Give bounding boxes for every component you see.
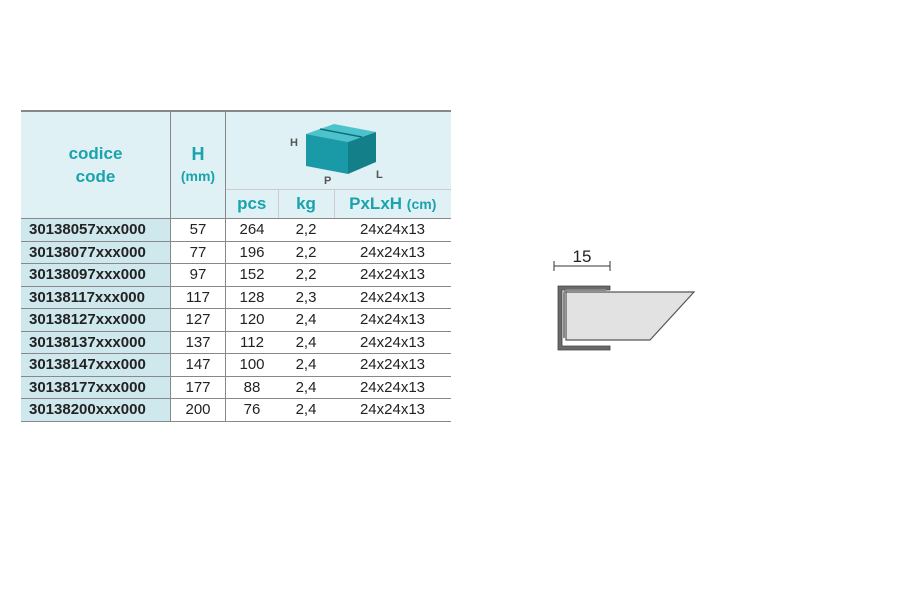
header-box-illustration: H P L [225,110,451,190]
table-row: 30138200xxx000 200 76 2,4 24x24x13 [21,398,451,422]
kg-cell: 2,2 [278,263,334,287]
header-dims-label: PxLxH [349,194,403,213]
header-height: H (mm) [170,110,226,219]
dims-cell: 24x24x13 [334,398,451,422]
table-row: 30138097xxx000 97 152 2,2 24x24x13 [21,263,451,287]
code-cell: 30138057xxx000 [21,218,171,242]
pcs-cell: 100 [225,353,278,377]
code-cell: 30138097xxx000 [21,263,171,287]
box-label-l: L [376,169,383,181]
code-cell: 30138137xxx000 [21,331,171,354]
code-cell: 30138200xxx000 [21,398,171,422]
height-cell: 57 [170,218,226,242]
pcs-cell: 152 [225,263,278,287]
pcs-cell: 88 [225,376,278,399]
pcs-cell: 112 [225,331,278,354]
table-row: 30138057xxx000 57 264 2,2 24x24x13 [21,218,451,242]
header-kg: kg [278,189,335,219]
dims-cell: 24x24x13 [334,353,451,377]
dims-cell: 24x24x13 [334,376,451,399]
table-row: 30138137xxx000 137 112 2,4 24x24x13 [21,331,451,354]
box-label-p: P [324,175,331,186]
pcs-cell: 120 [225,308,278,332]
code-cell: 30138177xxx000 [21,376,171,399]
kg-cell: 2,4 [278,353,334,377]
dims-cell: 24x24x13 [334,263,451,287]
kg-cell: 2,4 [278,376,334,399]
height-cell: 137 [170,331,226,354]
panel-shape [565,291,696,341]
header-height-unit: (mm) [180,168,216,184]
kg-cell: 2,2 [278,218,334,242]
table-row: 30138127xxx000 127 120 2,4 24x24x13 [21,308,451,332]
kg-cell: 2,4 [278,331,334,354]
header-dims: PxLxH (cm) [334,189,451,219]
height-cell: 177 [170,376,226,399]
header-pcs: pcs [225,189,279,219]
height-cell: 200 [170,398,226,422]
code-cell: 30138117xxx000 [21,286,171,309]
header-height-label: H [191,144,205,164]
header-dims-unit: (cm) [406,196,437,212]
dims-cell: 24x24x13 [334,241,451,264]
header-codice-en: code [75,167,116,186]
height-cell: 97 [170,263,226,287]
box-icon: H P L [290,123,383,186]
pcs-cell: 264 [225,218,278,242]
dims-cell: 24x24x13 [334,218,451,242]
box-label-h: H [290,137,298,149]
kg-cell: 2,2 [278,241,334,264]
table-row: 30138147xxx000 147 100 2,4 24x24x13 [21,353,451,377]
dims-cell: 24x24x13 [334,286,451,309]
u-channel-inner-edge [563,289,606,338]
dimension-label: 15 [573,247,592,266]
pcs-cell: 76 [225,398,278,422]
product-spec-table: codice code H (mm) H P L pcs [21,110,451,422]
header-codice: codice code [21,110,171,219]
height-cell: 117 [170,286,226,309]
code-cell: 30138147xxx000 [21,353,171,377]
pcs-cell: 128 [225,286,278,309]
dims-cell: 24x24x13 [334,331,451,354]
table-row: 30138117xxx000 117 128 2,3 24x24x13 [21,286,451,309]
kg-cell: 2,4 [278,398,334,422]
kg-cell: 2,4 [278,308,334,332]
height-cell: 127 [170,308,226,332]
dims-cell: 24x24x13 [334,308,451,332]
code-cell: 30138127xxx000 [21,308,171,332]
height-cell: 77 [170,241,226,264]
profile-section-drawing: 15 [553,247,696,351]
header-codice-it: codice [68,144,123,163]
kg-cell: 2,3 [278,286,334,309]
height-cell: 147 [170,353,226,377]
pcs-cell: 196 [225,241,278,264]
table-row: 30138177xxx000 177 88 2,4 24x24x13 [21,376,451,399]
code-cell: 30138077xxx000 [21,241,171,264]
table-row: 30138077xxx000 77 196 2,2 24x24x13 [21,241,451,264]
